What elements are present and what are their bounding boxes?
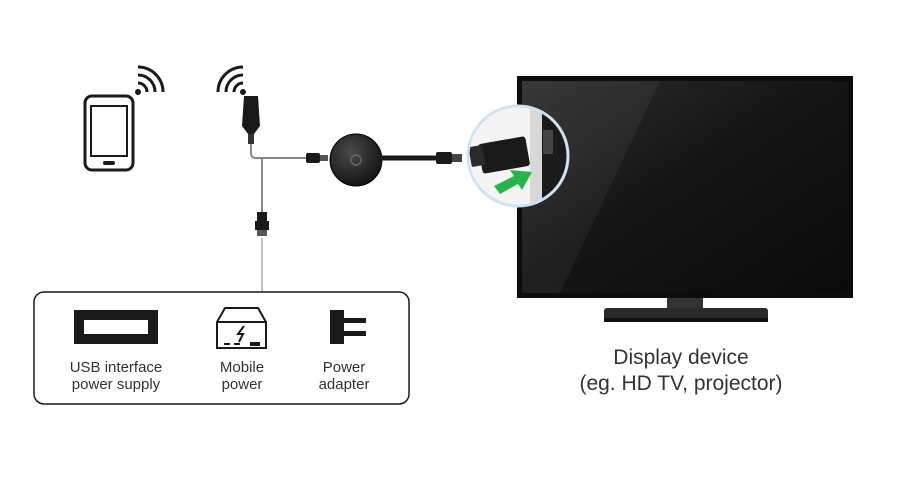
- wifi-icon: [216, 65, 246, 95]
- micro-usb-plug: [306, 153, 328, 163]
- power-bank-icon: [216, 307, 267, 349]
- power-source-label-line2: power supply: [72, 376, 161, 393]
- hdmi-plug-icon: [468, 136, 530, 174]
- chromecast-dongle-icon: [329, 133, 383, 187]
- display-device-subtitle: (eg. HD TV, projector): [579, 372, 782, 395]
- tv-icon: [517, 76, 853, 322]
- display-device-title: Display device: [613, 346, 748, 369]
- plug-adapter-icon: [330, 310, 366, 344]
- cable: [250, 144, 308, 292]
- power-source-label-line2: adapter: [319, 376, 370, 393]
- wifi-antenna-module: [242, 96, 260, 144]
- power-source-label-line1: Power: [323, 359, 366, 376]
- power-source-panel: USB interface power supply Mobile power …: [33, 291, 410, 405]
- power-source-label-line1: Mobile: [220, 359, 264, 376]
- smartphone-icon: [83, 94, 135, 172]
- wifi-icon: [135, 65, 165, 95]
- usb-plug-icon: [255, 212, 269, 236]
- magnifier-inset: [466, 104, 570, 208]
- hdmi-cable: [379, 152, 462, 164]
- power-source-label-line2: power: [222, 376, 263, 393]
- arrow-icon: [494, 170, 532, 194]
- power-source-label-line1: USB interface: [70, 359, 163, 376]
- usb-port-icon: [74, 310, 158, 344]
